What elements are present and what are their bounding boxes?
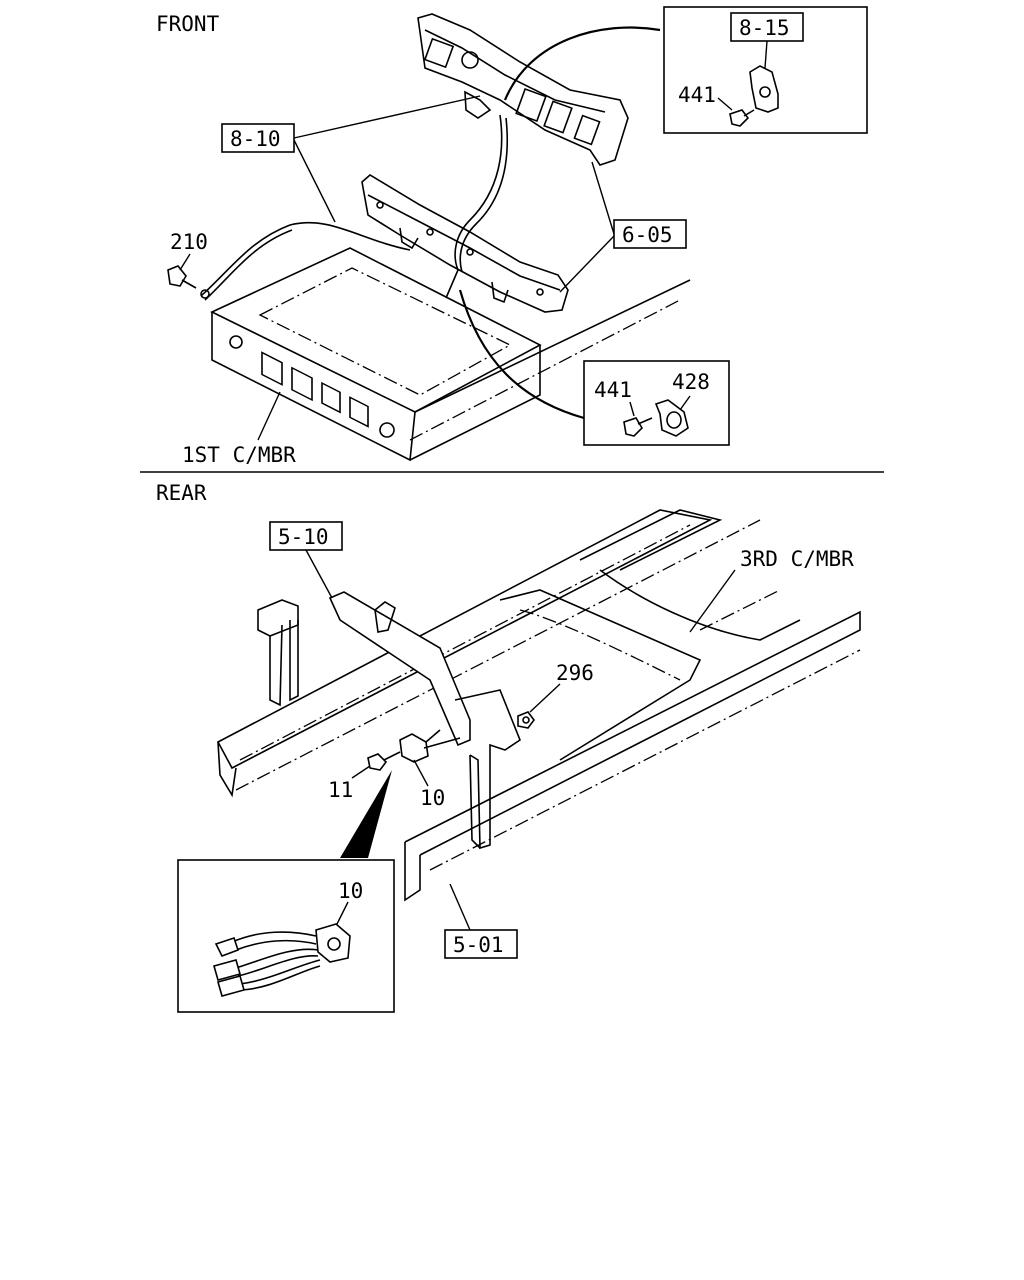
bracket-5-10 [257,591,521,850]
part-label-10-detail: 10 [338,879,363,903]
ref-label-8-10: 8-10 [230,127,281,151]
bumper-bracket [361,174,569,313]
front-panel [417,13,629,166]
section-label-rear: REAR [156,481,207,505]
third-crossmember [499,509,801,761]
ref-label-5-01: 5-01 [453,933,504,957]
ref-box-6-05 [613,219,687,249]
part-label-441-top: 441 [678,83,716,107]
harness-wires [201,114,509,301]
section-label-front: FRONT [156,12,220,36]
part-label-11: 11 [328,778,353,802]
first-crossmember [210,247,691,462]
ref-box-5-01 [444,929,518,959]
part-label-10: 10 [420,786,445,810]
member-label-3rd: 3RD C/MBR [740,547,854,571]
ref-box-8-10 [221,123,295,153]
part-label-210: 210 [170,230,208,254]
right-frame-rail [404,610,861,902]
ref-box-5-10 [269,521,343,551]
left-frame-rail [216,509,761,798]
detail-box-clip: 441 428 [583,360,730,446]
detail-box-valve: 10 [177,859,395,1013]
ref-label-8-15: 8-15 [739,16,790,40]
bolt-210 [167,265,210,299]
detail-box-8-15: 8-15 441 [663,6,868,134]
part-label-296: 296 [556,661,594,685]
ref-label-5-10: 5-10 [278,525,329,549]
member-label-1st: 1ST C/MBR [182,443,296,467]
part-label-428: 428 [672,370,710,394]
detail-arrow [340,770,392,858]
part-label-441-bottom: 441 [594,378,632,402]
ref-label-6-05: 6-05 [622,223,673,247]
